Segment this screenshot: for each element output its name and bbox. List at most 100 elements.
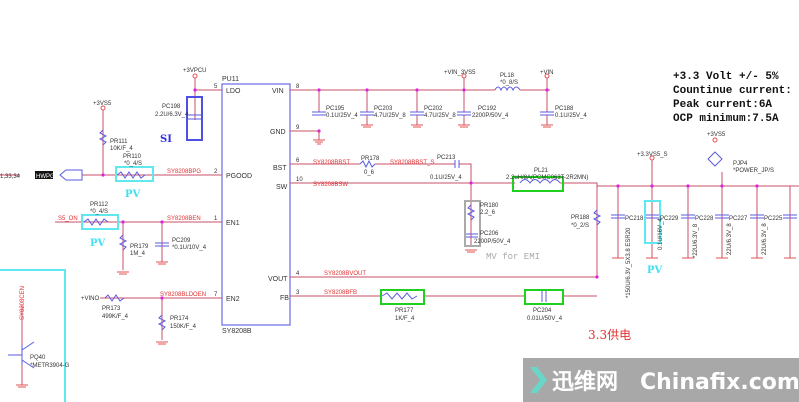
chip-part: SY8208B — [222, 328, 252, 335]
annotation-pv: PV — [125, 189, 141, 200]
part-label: PC198 — [162, 104, 181, 110]
net-label: SY8208BSW — [313, 182, 348, 188]
part-label: 499K/F_4 — [102, 314, 129, 320]
spec-line: OCP minimum:7.5A — [673, 113, 779, 125]
annotation-pv: PV — [90, 238, 106, 249]
net-label: SY8208BVOUT — [324, 271, 366, 277]
pin-pgood: PGOOD — [226, 173, 252, 180]
part-label: PC213 — [437, 155, 456, 161]
net-label: SY8208BEN — [167, 216, 201, 222]
part-label: PC218 — [625, 216, 644, 222]
part-label: PQ40 — [30, 355, 46, 361]
pin-num: 10 — [296, 177, 303, 183]
part-label: PC195 — [326, 106, 345, 112]
part-label: PC202 — [424, 106, 443, 112]
pin-num: 4 — [296, 271, 300, 277]
part-label: 22U/6.3V_8 — [762, 223, 768, 255]
pin-fb: FB — [280, 295, 289, 302]
pin-en2: EN2 — [226, 296, 240, 303]
part-label: PJP4 — [733, 161, 748, 167]
watermark-logo-icon — [530, 367, 547, 393]
pin-num: 7 — [214, 292, 218, 298]
part-label: *22U/6.3V_8 — [693, 223, 699, 258]
annotation-supply: 3.3供电 — [588, 328, 631, 342]
chip-ref: PU11 — [222, 76, 239, 83]
part-label: PC225 — [764, 216, 783, 222]
part-label: *0_2/S — [571, 223, 589, 229]
part-label: 1M_4 — [130, 251, 146, 257]
part-label: *POWER_JP/S — [733, 168, 774, 174]
part-label: PR110 — [123, 154, 142, 160]
annotation-emi: MV for EMI — [486, 252, 540, 262]
part-label: *150U/6.3V_5X3.8 ESR20 — [626, 227, 632, 298]
annotation-pv: PV — [647, 265, 663, 276]
part-label: 2200P/50V_4 — [472, 113, 509, 119]
part-label: 150K/F_4 — [170, 324, 197, 330]
power-label: +3VS5 — [707, 132, 726, 138]
part-label: 2.2_6 — [480, 210, 496, 216]
hwpg-ref: 1,33,34 — [0, 174, 21, 180]
annotation-si: SI — [160, 134, 172, 145]
highlight-pr177 — [380, 289, 425, 305]
part-label: PC192 — [478, 106, 497, 112]
spec-line: +3.3 Volt +/- 5% — [673, 71, 779, 83]
part-label: PR174 — [170, 316, 189, 322]
highlight-pv-pc229 — [644, 200, 661, 244]
pin-bst: BST — [273, 165, 287, 172]
part-label: PC203 — [374, 106, 393, 112]
part-label: PC228 — [695, 216, 714, 222]
highlight-emi — [464, 200, 481, 247]
watermark-cn: 迅维网 — [552, 369, 618, 395]
spec-line: Peak current:6A — [673, 99, 772, 111]
part-label: *0_8/S — [500, 80, 518, 86]
highlight-si — [186, 96, 203, 141]
pin-sw: SW — [276, 184, 288, 191]
power-label: +VIN_3VS5 — [444, 70, 476, 76]
highlight-pl21 — [512, 176, 564, 192]
part-label: PR173 — [102, 306, 121, 312]
part-label: PL21 — [534, 168, 549, 174]
part-label: 4.7U/25V_8 — [374, 113, 406, 119]
power-label: +3.3VS5_S — [637, 152, 668, 158]
chip-pu11 — [221, 83, 291, 326]
pin-num: 1 — [214, 216, 218, 222]
pin-num: 3 — [296, 290, 300, 296]
part-label: PC204 — [533, 308, 552, 314]
part-label: 1K/F_4 — [395, 316, 415, 322]
part-label: 10K/F_4 — [110, 146, 133, 152]
pin-num: 2 — [214, 169, 218, 175]
part-label: *0_4/S — [90, 209, 108, 215]
part-label: *0_4/S — [124, 161, 142, 167]
net-label: SY8208CEN — [20, 286, 26, 320]
power-label: +VINO — [81, 296, 100, 302]
highlight-pq40 — [0, 269, 66, 402]
part-label: 22U/6.3V_8 — [727, 223, 733, 255]
watermark-en: Chinafix.com — [640, 370, 799, 395]
part-label: PC227 — [729, 216, 748, 222]
part-label: *0.1U/10V_4 — [172, 245, 207, 251]
net-label: SY8208BBST — [313, 160, 350, 166]
component-symbols — [8, 86, 797, 369]
part-label: PR177 — [395, 308, 414, 314]
power-label: +3VPCU — [183, 68, 207, 74]
highlight-pv-pr110 — [115, 166, 154, 182]
part-label: *METR3904-G — [30, 363, 70, 369]
pin-num: 5 — [214, 84, 218, 90]
part-label: 0.1U/25V_4 — [430, 175, 462, 181]
highlight-pc204 — [524, 289, 564, 305]
part-label: 0_6 — [364, 170, 375, 176]
power-flags — [100, 73, 718, 161]
part-label: PR178 — [361, 156, 380, 162]
part-label: 4.7U/25V_8 — [424, 113, 456, 119]
spec-line: Countinue current: — [673, 85, 792, 97]
net-label: S5_ON — [58, 216, 78, 222]
part-label: 2.2uH/8A(PCMC063T-2R2MN) — [506, 175, 588, 181]
net-label: SY8208BLDOEN — [160, 292, 206, 298]
part-label: 0.01U/50V_4 — [527, 316, 563, 322]
pin-ldo: LDO — [226, 88, 241, 95]
hwpg-port: HWPG — [36, 174, 55, 180]
highlight-pv-pr112 — [81, 214, 119, 230]
